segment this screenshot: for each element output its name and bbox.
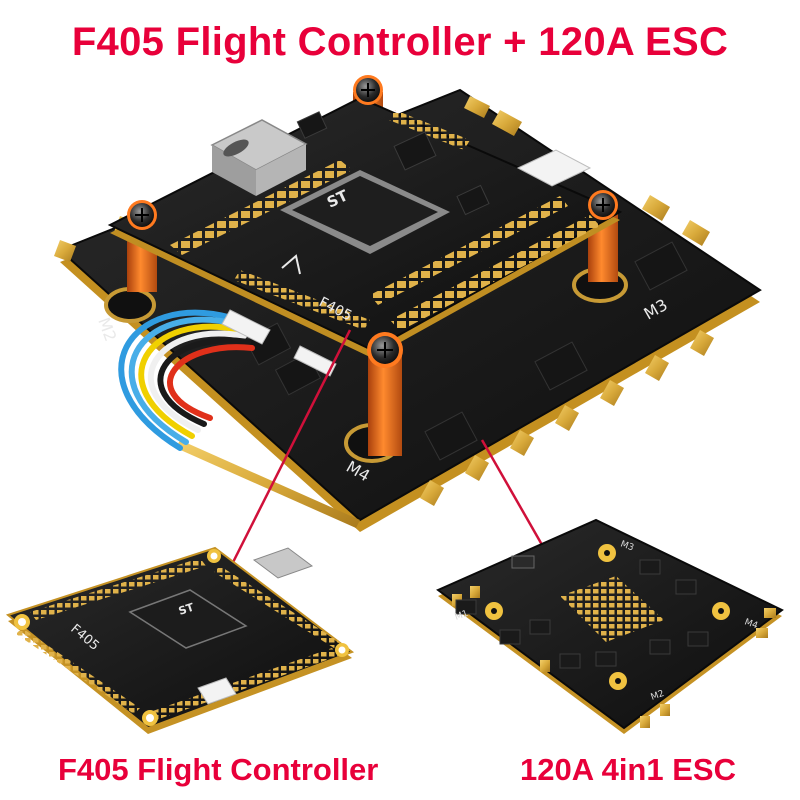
esc-small-m2: M2 xyxy=(650,689,666,703)
fc-small-chips xyxy=(296,111,490,216)
pointer-line-fc xyxy=(213,329,352,599)
usb-c-connector xyxy=(210,119,308,196)
mcu-chip: ST xyxy=(280,170,450,254)
svg-text:ST: ST xyxy=(177,601,196,618)
esc-solder-tabs xyxy=(54,96,714,528)
esc-small-m3: M3 xyxy=(619,539,635,553)
esc-small-m1: M1 xyxy=(454,609,470,623)
esc-small-m4: M4 xyxy=(743,617,759,631)
caption-flight-controller: F405 Flight Controller xyxy=(58,752,379,787)
stack-assembly: M4 M3 M2 xyxy=(54,75,762,532)
screws xyxy=(127,75,618,368)
fc-board-small: ST F405 xyxy=(5,546,355,734)
fc-solder-pads xyxy=(170,110,600,331)
page-title: F405 Flight Controller + 120A ESC xyxy=(71,20,729,64)
caption-esc: 120A 4in1 ESC xyxy=(520,752,736,787)
ribbon-cable xyxy=(118,309,255,451)
fc-white-connectors xyxy=(221,149,592,377)
esc-board-small: M1 M2 M4 M3 xyxy=(436,518,784,734)
